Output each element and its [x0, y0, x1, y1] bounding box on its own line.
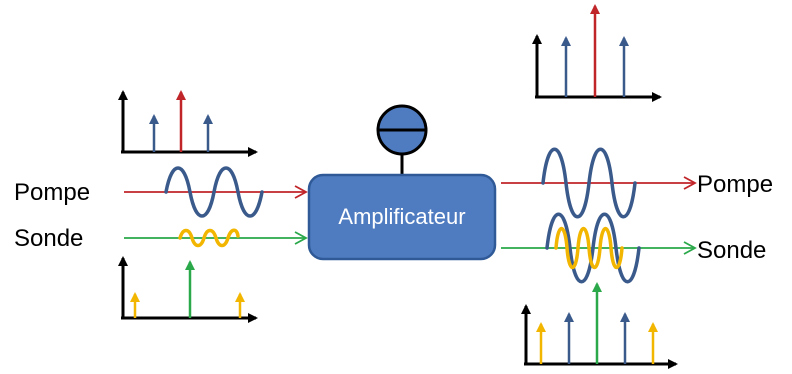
input-probe-beam	[124, 228, 308, 248]
amplifier: Amplificateur	[307, 104, 497, 261]
amplifier-box	[307, 173, 497, 261]
output-probe-spectrum	[521, 282, 678, 369]
idler-output-wave	[545, 212, 641, 284]
pump-input-label: Pompe	[14, 179, 90, 206]
amplifier-label: Amplificateur	[338, 204, 465, 229]
input-pump-spectrum	[118, 90, 258, 157]
pump-input-wave	[164, 166, 264, 218]
probe-output-wave	[554, 226, 624, 270]
input-pump-beam	[124, 166, 308, 218]
output-probe-beam	[501, 212, 697, 284]
probe-input-label: Sonde	[14, 225, 83, 252]
input-probe-spectrum	[118, 256, 258, 323]
output-pump-beam	[501, 147, 697, 219]
pump-output-label: Pompe	[697, 171, 773, 198]
probe-output-label: Sonde	[697, 237, 766, 264]
pump-output-wave	[541, 147, 637, 219]
probe-input-wave	[178, 228, 240, 248]
output-pump-spectrum	[532, 4, 662, 102]
